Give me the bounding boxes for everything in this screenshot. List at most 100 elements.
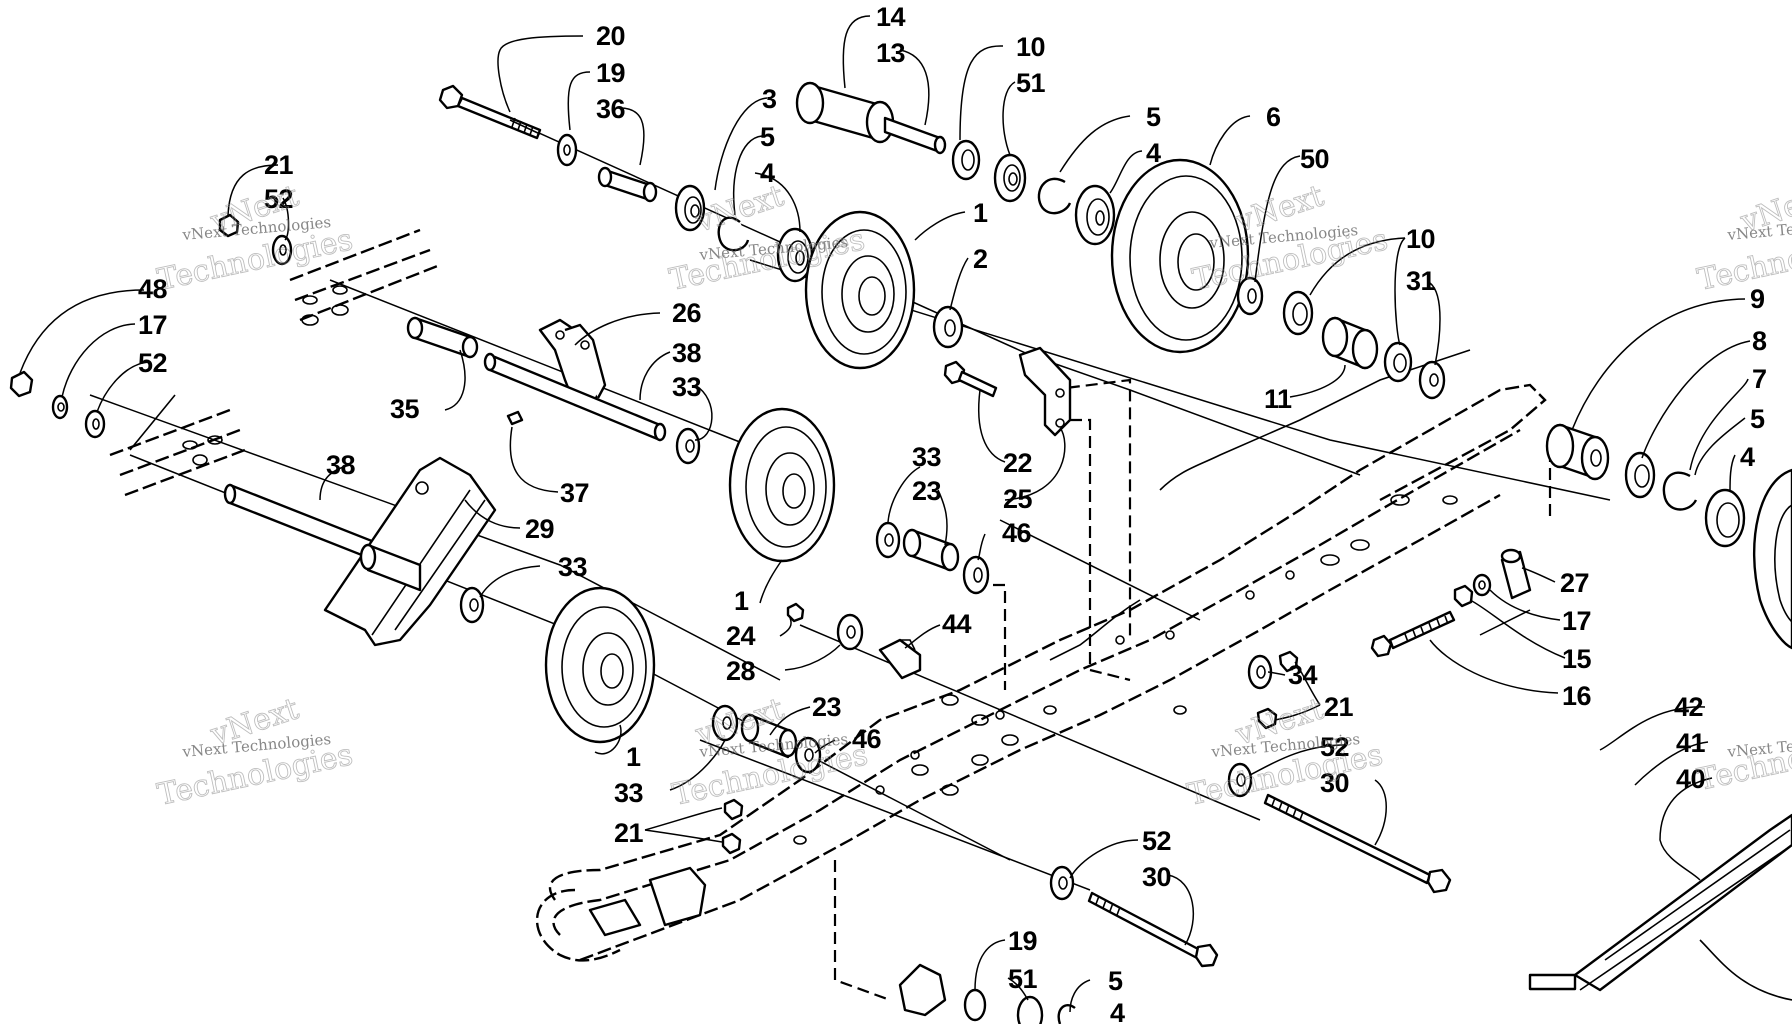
- callout-48: 48: [138, 274, 168, 304]
- part-1-wheel-a: [804, 210, 916, 370]
- part-21-nut-a: [218, 213, 240, 238]
- part-25-bracket: [1018, 346, 1072, 437]
- callout-22: 22: [1003, 448, 1032, 478]
- callout-52c: 52: [1320, 732, 1349, 762]
- callout-46b: 46: [852, 724, 882, 754]
- callout-14: 14: [876, 2, 906, 32]
- callout-34: 34: [1288, 660, 1318, 690]
- callout-7: 7: [1752, 364, 1767, 394]
- callout-10b: 10: [1406, 224, 1435, 254]
- part-26-bracket: [538, 318, 607, 412]
- leader-lines: [19, 15, 1751, 1013]
- callout-5: 5: [1146, 102, 1161, 132]
- callout-23b: 23: [812, 692, 842, 722]
- callout-52b: 52: [138, 348, 167, 378]
- part-33-washer-a: [675, 427, 701, 465]
- callout-30b: 30: [1142, 862, 1171, 892]
- part-1-wheel-c: [544, 586, 656, 744]
- part-22-bolt: [943, 360, 998, 398]
- part-50-washer: [1236, 276, 1264, 316]
- part-11-spacer: [1321, 316, 1379, 370]
- part-10-bearing-b: [1282, 290, 1314, 336]
- callout-52a: 52: [264, 184, 293, 214]
- callout-4: 4: [1146, 138, 1161, 168]
- front-bumper: [535, 866, 707, 962]
- right-rear-arm: [1528, 813, 1792, 1001]
- callout-16: 16: [1562, 681, 1592, 711]
- callout-38a: 38: [672, 338, 702, 368]
- callout-23a: 23: [912, 476, 942, 506]
- part-23-spacer-b: [740, 713, 798, 759]
- part-28-washer: [836, 613, 864, 651]
- callout-33d: 33: [614, 778, 644, 808]
- callout-33c: 33: [912, 442, 942, 472]
- part-24-nut: [786, 602, 805, 623]
- callout-19: 19: [596, 58, 626, 88]
- part-21-nut-e: [721, 832, 742, 855]
- part-51-bearing-a: [993, 153, 1027, 203]
- callout-8: 8: [1752, 326, 1767, 356]
- watermark-bottom-far-right: vNext Technologies Technologies: [1694, 722, 1792, 798]
- part-34-washer: [1247, 654, 1273, 690]
- callout-52d: 52: [1142, 826, 1171, 856]
- callout-5d: 5: [1108, 966, 1123, 996]
- bottom-bracket: [898, 963, 1076, 1024]
- part-46-washer-a: [962, 555, 990, 595]
- callout-42: 42: [1674, 692, 1703, 722]
- callout-21c: 21: [614, 818, 644, 848]
- part-10-bearing-c: [1383, 341, 1413, 383]
- part-38-shaft-a: [483, 352, 667, 442]
- part-21-nut-b: [1278, 650, 1299, 673]
- part-5-snapring-c: [1662, 471, 1698, 511]
- part-52-washer-d: [1049, 865, 1075, 901]
- part-30-bolt-b: [1087, 891, 1219, 968]
- part-29-arm: [323, 456, 497, 647]
- part-19-washer: [556, 133, 578, 167]
- part-9-spacer: [1545, 423, 1610, 481]
- callout-46a: 46: [1002, 518, 1032, 548]
- callout-1b: 1: [734, 586, 749, 616]
- part-35-sleeve: [406, 316, 479, 359]
- callout-21b: 21: [1324, 692, 1354, 722]
- part-20-bolt: [438, 84, 542, 140]
- part-2-washer: [932, 305, 964, 349]
- part-21-nut-d: [723, 798, 744, 821]
- part-36-sleeve: [597, 166, 658, 203]
- callout-6: 6: [1266, 102, 1281, 132]
- part-37-clip: [506, 410, 524, 426]
- part-3-cap: [674, 184, 706, 232]
- part-17-washer-b: [1472, 573, 1492, 597]
- part-13-shaft: [883, 116, 947, 155]
- callout-33a: 33: [672, 372, 702, 402]
- callout-10: 10: [1016, 32, 1045, 62]
- part-16-bolt: [1370, 610, 1456, 658]
- part-5-snapring-b: [1037, 177, 1072, 215]
- callout-37: 37: [560, 478, 589, 508]
- callout-38b: 38: [326, 450, 356, 480]
- part-10-bearing-a: [951, 139, 981, 181]
- callout-2: 2: [973, 244, 988, 274]
- part-8-bearing: [1624, 451, 1656, 499]
- callout-4d: 4: [1110, 998, 1125, 1024]
- part-17-washer-a: [51, 394, 69, 420]
- callout-5c: 5: [1750, 404, 1765, 434]
- callout-31: 31: [1406, 266, 1436, 296]
- callout-33b: 33: [558, 552, 588, 582]
- callout-15: 15: [1562, 644, 1592, 674]
- callout-29: 29: [525, 514, 555, 544]
- part-7-wheel: [1753, 468, 1792, 650]
- callout-17a: 17: [138, 310, 167, 340]
- callout-51b: 51: [1008, 964, 1038, 994]
- callout-4b: 4: [760, 158, 775, 188]
- callout-11: 11: [1264, 384, 1292, 414]
- part-4-bearing-b: [1074, 184, 1116, 246]
- callout-4c: 4: [1740, 442, 1755, 472]
- rail-slots: [793, 494, 1458, 845]
- callout-19b: 19: [1008, 926, 1038, 956]
- callout-51: 51: [1016, 68, 1046, 98]
- callout-50: 50: [1300, 144, 1329, 174]
- watermark-bottom-right: vNext vNext Technologies Technologies: [1184, 691, 1386, 813]
- part-52-washer-a: [271, 234, 293, 266]
- watermark-bottom-left: vNext vNext Technologies Technologies: [154, 691, 356, 813]
